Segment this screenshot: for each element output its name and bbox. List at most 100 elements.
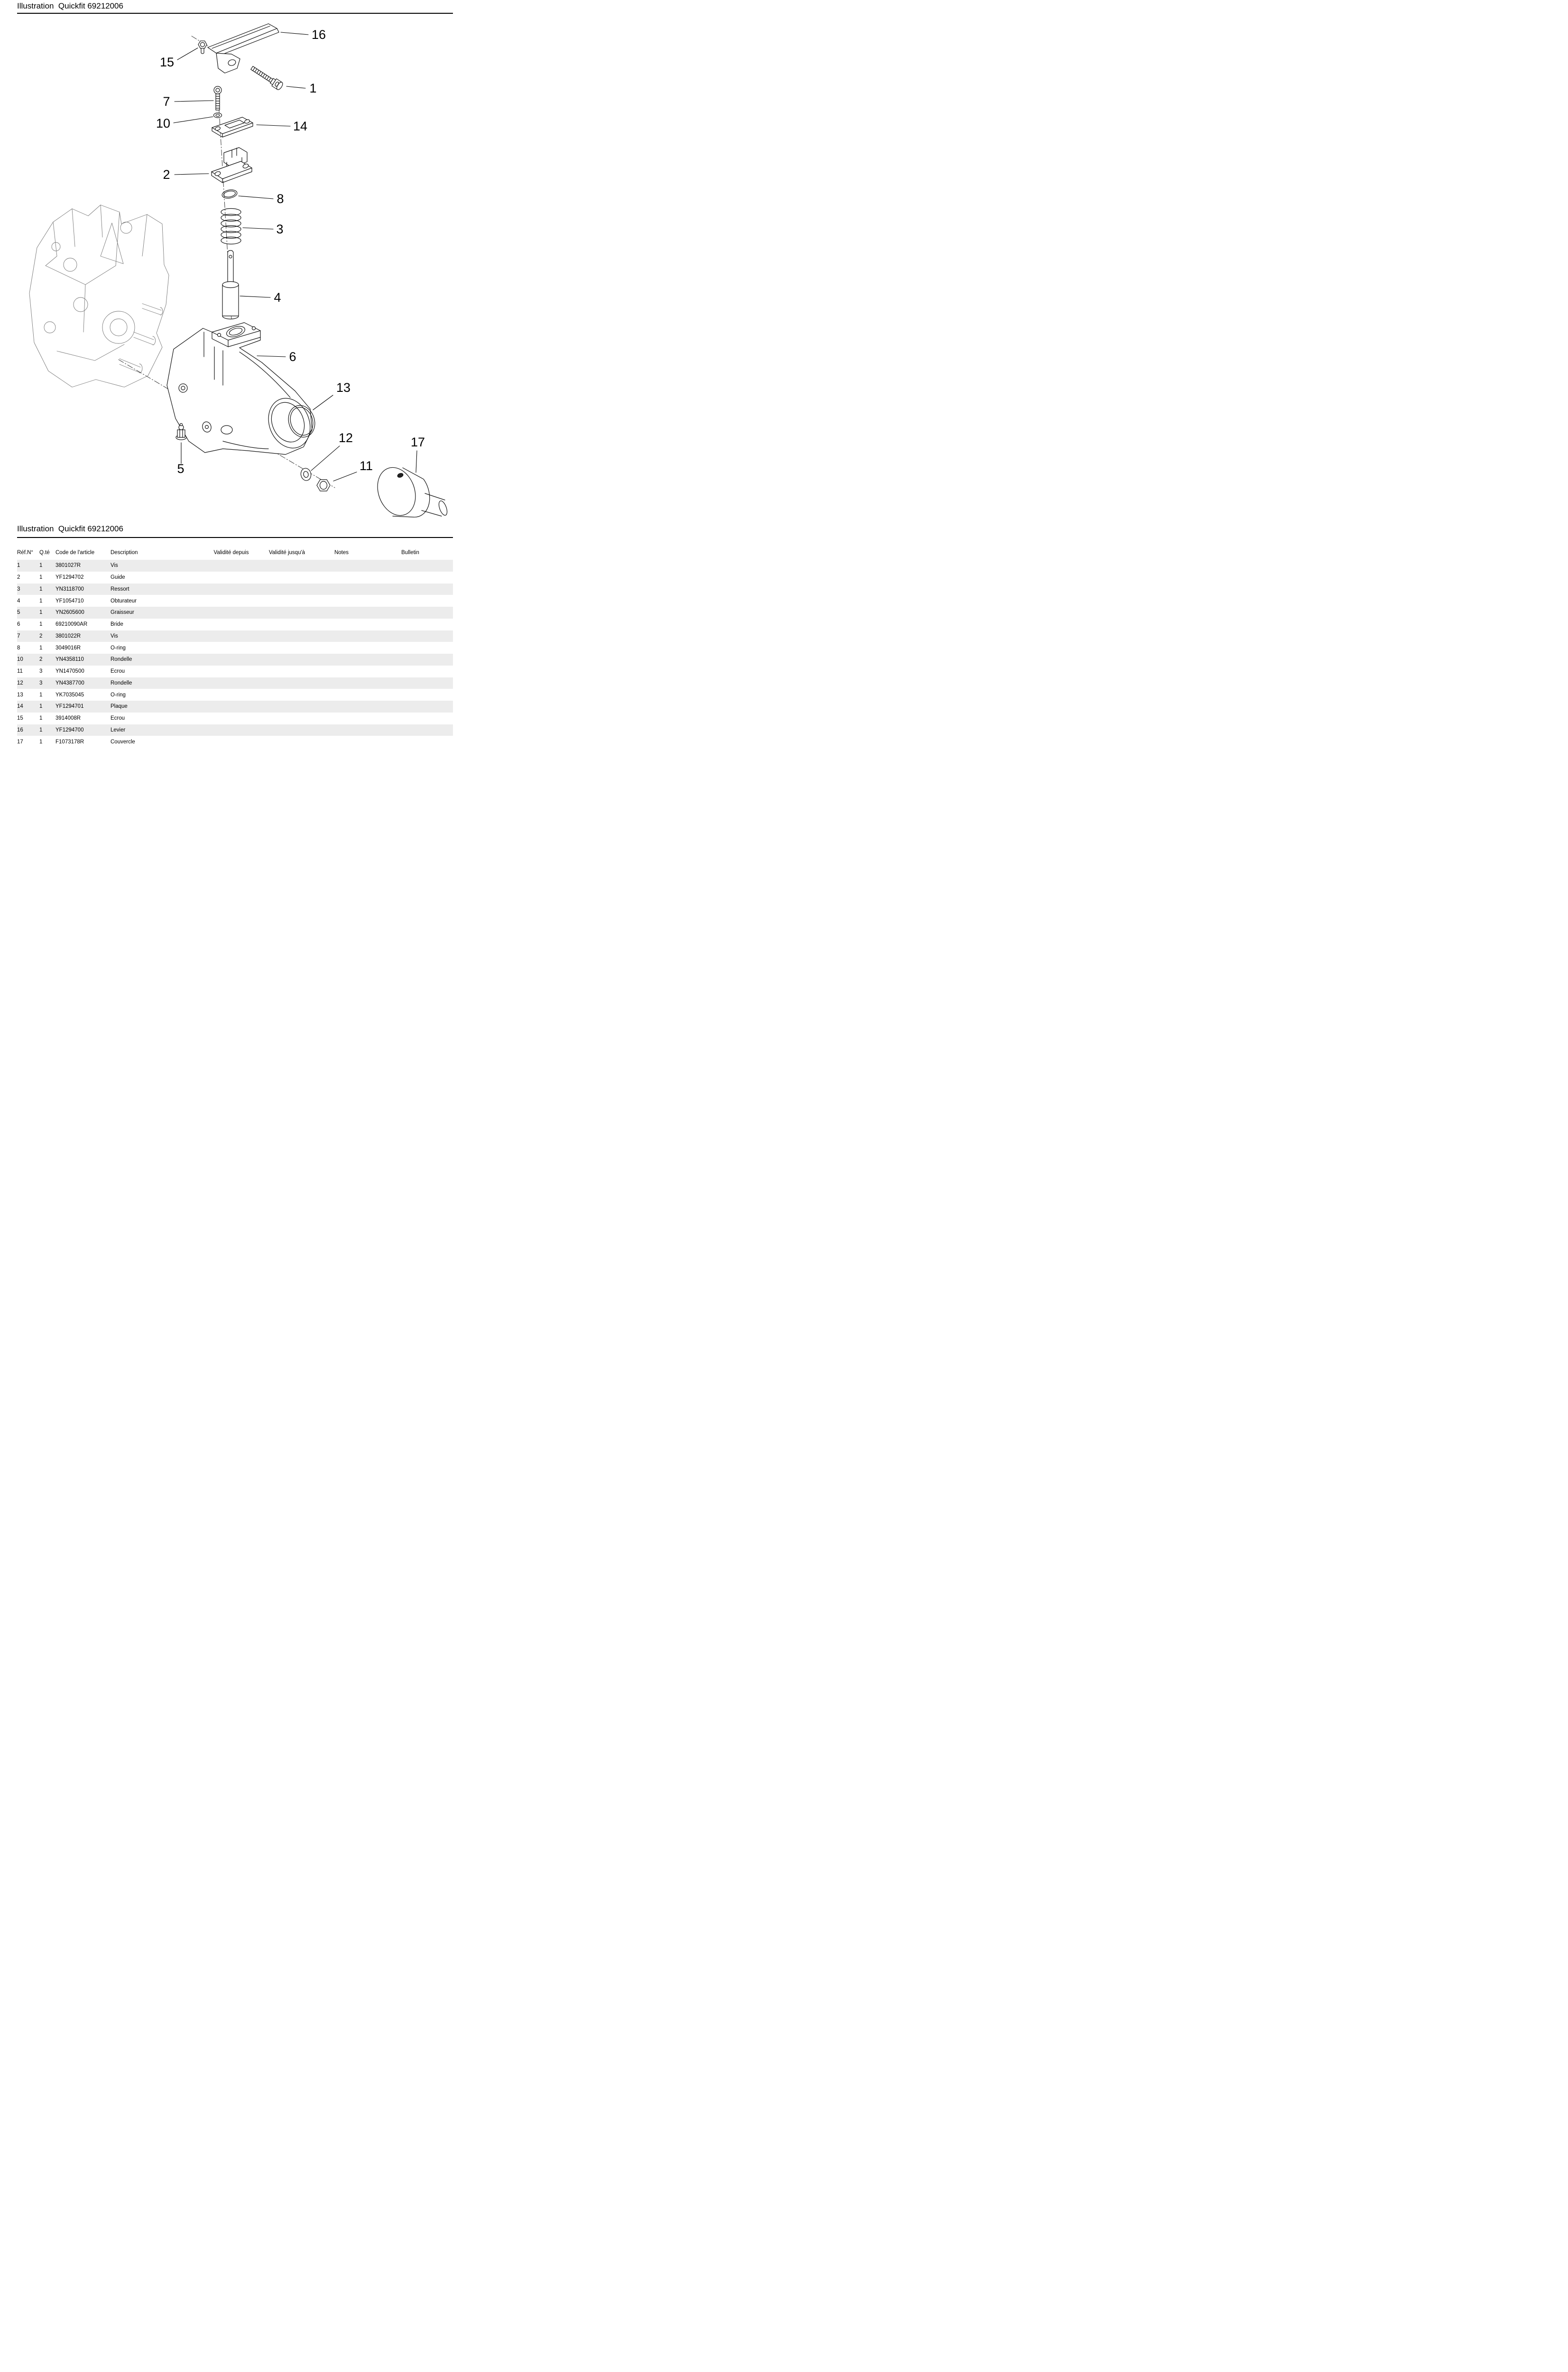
callout-3: 3 bbox=[276, 222, 283, 236]
cell-jusqua bbox=[258, 677, 315, 689]
cell-notes bbox=[315, 595, 368, 607]
cell-depuis bbox=[204, 607, 258, 619]
cell-jusqua bbox=[258, 689, 315, 701]
cell-depuis bbox=[204, 677, 258, 689]
cell-ref: 1 bbox=[17, 563, 20, 569]
part-couvercle-17 bbox=[377, 467, 448, 518]
cell-qty: 1 bbox=[39, 621, 43, 628]
cell-depuis bbox=[204, 630, 258, 642]
cell-desc: Guide bbox=[111, 574, 125, 581]
cell-depuis bbox=[204, 595, 258, 607]
cell-code: 3914008R bbox=[55, 715, 81, 722]
cell-bulletin bbox=[368, 607, 453, 619]
cell-qty: 1 bbox=[39, 704, 43, 710]
cell-ref: 12 bbox=[17, 680, 23, 686]
part-screw-1 bbox=[250, 66, 283, 90]
horizontal-rule-top bbox=[17, 13, 453, 14]
col-header-ref: Réf.N° bbox=[17, 550, 33, 556]
callout-1: 1 bbox=[309, 81, 316, 95]
cell-jusqua bbox=[258, 630, 315, 642]
cell-qty: 1 bbox=[39, 727, 43, 733]
cell-ref: 11 bbox=[17, 668, 23, 675]
callout-12: 12 bbox=[339, 431, 353, 445]
cell-qty: 1 bbox=[39, 598, 43, 604]
cell-desc: Ecrou bbox=[111, 715, 125, 722]
cell-code: YF1294702 bbox=[55, 574, 84, 581]
cell-code: YN2605600 bbox=[55, 610, 84, 616]
callout-5: 5 bbox=[177, 462, 184, 476]
part-oring-8 bbox=[221, 189, 238, 199]
part-oring-13 bbox=[288, 405, 315, 437]
exploded-diagram: 16 15 1 7 10 14 2 8 3 4 6 13 12 17 11 5 bbox=[29, 23, 448, 518]
cell-ref: 15 bbox=[17, 715, 23, 722]
cell-bulletin bbox=[368, 736, 453, 748]
cell-desc: Rondelle bbox=[111, 680, 132, 686]
cell-ref: 16 bbox=[17, 727, 23, 733]
cell-notes bbox=[315, 560, 368, 572]
cell-bulletin bbox=[368, 630, 453, 642]
callout-8: 8 bbox=[277, 192, 284, 206]
cell-ref: 4 bbox=[17, 598, 20, 604]
cell-bulletin bbox=[368, 677, 453, 689]
cell-depuis bbox=[204, 654, 258, 666]
cell-jusqua bbox=[258, 595, 315, 607]
cell-bulletin bbox=[368, 701, 453, 713]
cell-bulletin bbox=[368, 724, 453, 736]
table-row: 15 1 3914008R Ecrou bbox=[17, 713, 453, 724]
cell-code: YF1294700 bbox=[55, 727, 84, 733]
cell-depuis bbox=[204, 724, 258, 736]
cell-qty: 1 bbox=[39, 739, 43, 745]
callout-16: 16 bbox=[312, 28, 326, 42]
cell-depuis bbox=[204, 736, 258, 748]
cell-ref: 3 bbox=[17, 586, 20, 592]
cell-notes bbox=[315, 689, 368, 701]
part-lever-16 bbox=[207, 23, 279, 74]
table-row: 16 1 YF1294700 Levier bbox=[17, 724, 453, 736]
cell-code: YN3118700 bbox=[55, 586, 84, 592]
cell-jusqua bbox=[258, 607, 315, 619]
part-spring-3 bbox=[221, 208, 241, 245]
col-header-valid-to: Validité jusqu'à bbox=[268, 550, 305, 556]
cell-depuis bbox=[204, 584, 258, 595]
cell-bulletin bbox=[368, 713, 453, 724]
col-header-qty: Q.té bbox=[39, 550, 50, 556]
cell-depuis bbox=[204, 572, 258, 584]
cell-code: 3801027R bbox=[55, 563, 81, 569]
cell-code: F1073178R bbox=[55, 739, 84, 745]
col-header-valid-from: Validité depuis bbox=[213, 550, 249, 556]
part-screw-7 bbox=[213, 86, 222, 111]
cell-desc: Levier bbox=[111, 727, 126, 733]
cell-depuis bbox=[204, 701, 258, 713]
callout-17: 17 bbox=[411, 435, 425, 449]
cell-bulletin bbox=[368, 689, 453, 701]
cell-ref: 8 bbox=[17, 645, 20, 651]
cell-notes bbox=[315, 654, 368, 666]
col-header-description: Description bbox=[111, 550, 138, 556]
cell-notes bbox=[315, 642, 368, 654]
cell-depuis bbox=[204, 666, 258, 677]
cell-qty: 1 bbox=[39, 574, 43, 581]
cell-code: YK7035045 bbox=[55, 692, 84, 698]
part-bride-6 bbox=[166, 322, 313, 455]
cell-bulletin bbox=[368, 642, 453, 654]
cell-code: YF1054710 bbox=[55, 598, 84, 604]
callout-labels: 16 15 1 7 10 14 2 8 3 4 6 13 12 17 11 5 bbox=[156, 28, 425, 476]
cell-bulletin bbox=[368, 666, 453, 677]
callout-15: 15 bbox=[160, 55, 174, 69]
cell-depuis bbox=[204, 713, 258, 724]
cell-ref: 5 bbox=[17, 610, 20, 616]
section-title: Illustration Quickfit 69212006 bbox=[17, 524, 123, 533]
cell-qty: 1 bbox=[39, 586, 43, 592]
cell-desc: Ressort bbox=[111, 586, 129, 592]
part-guide-2 bbox=[211, 147, 252, 183]
cell-qty: 1 bbox=[39, 715, 43, 722]
housing-sketch bbox=[29, 204, 169, 388]
cell-bulletin bbox=[368, 654, 453, 666]
callout-7: 7 bbox=[163, 94, 170, 109]
cell-ref: 6 bbox=[17, 621, 20, 628]
